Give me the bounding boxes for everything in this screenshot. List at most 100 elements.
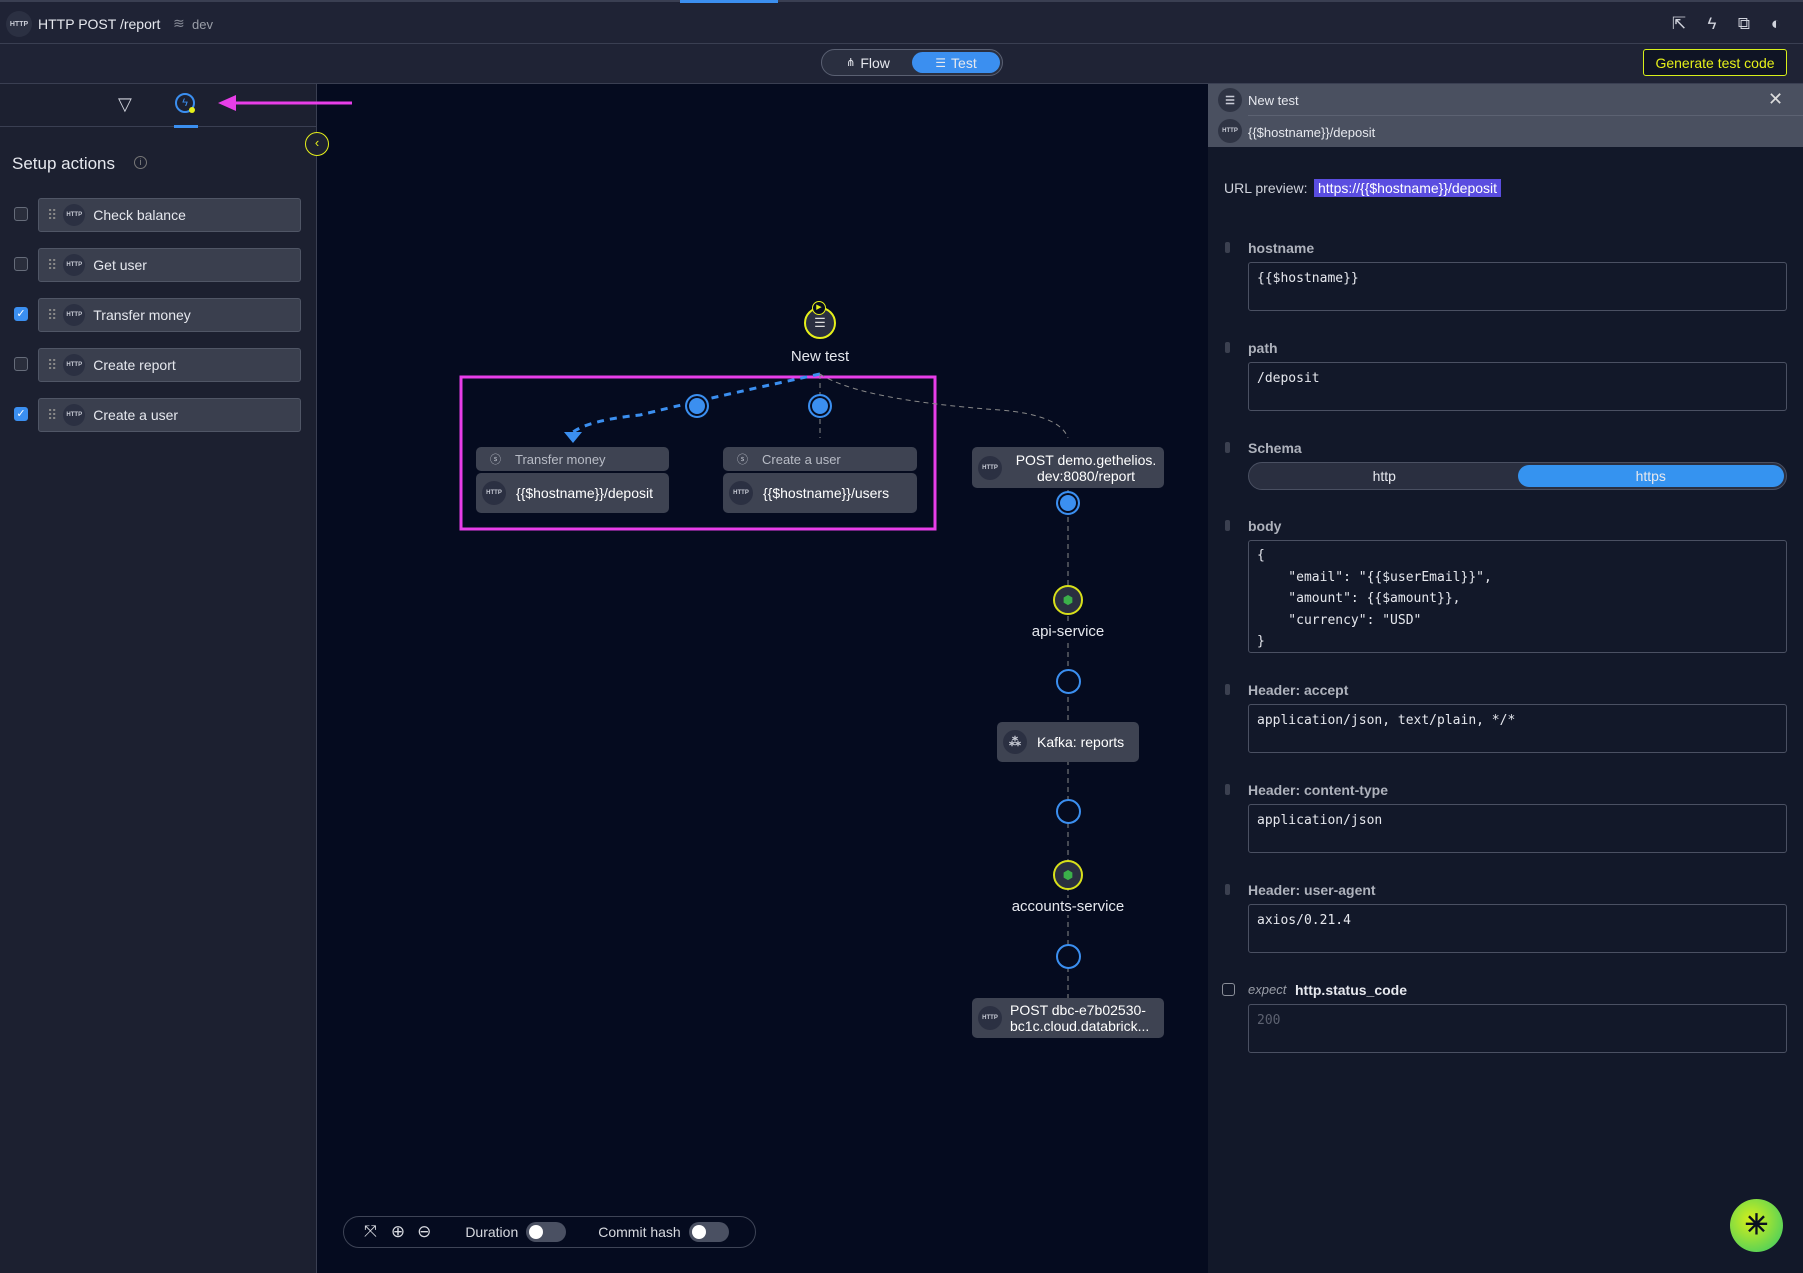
breadcrumb-request[interactable]: {{$hostname}}/deposit [1248,125,1376,140]
checkbox-transfer-money[interactable]: ✓ [14,307,28,321]
zoom-out-icon[interactable]: ⊖ [417,1222,432,1241]
root-node-label: New test [790,348,850,365]
edge-arrow [564,432,582,443]
bolt-icon: ⓢ [737,454,748,466]
test-list-icon: ☰ [935,55,947,70]
drag-handle-icon[interactable]: ⠿ [47,406,58,423]
notification-dot [189,107,195,113]
duration-label: Duration [465,1224,519,1240]
checkbox-get-user[interactable] [14,257,28,271]
share-icon[interactable]: ⇱ [1671,14,1687,33]
hostname-input[interactable]: {{$hostname}} [1248,262,1787,311]
expect-prefix: expect [1248,982,1287,997]
checkbox-create-report[interactable] [14,357,28,371]
drag-handle[interactable] [1225,684,1230,695]
drag-handle-icon[interactable]: ⠿ [47,256,58,273]
view-toggle[interactable]: ⋔Flow ☰Test [821,49,1003,76]
generate-test-code-button[interactable]: Generate test code [1643,49,1787,76]
tab-test[interactable]: ☰Test [912,52,1000,73]
url-preview-label: URL preview: [1224,180,1308,196]
drag-handle-icon[interactable]: ⠿ [47,306,58,323]
node-label: POST demo.gethelios. dev:8080/report [1015,451,1157,484]
filter-icon[interactable]: ▽ [118,94,132,114]
node-kafka[interactable]: ⁂Kafka: reports [997,722,1139,762]
env-label[interactable]: dev [192,17,213,32]
node-label: Kafka: reports [1037,734,1125,750]
commit-hash-toggle[interactable] [688,1222,729,1242]
header-accept-input[interactable]: application/json, text/plain, */* [1248,704,1787,753]
body-input[interactable]: { "email": "{{$userEmail}}", "amount": {… [1248,540,1787,653]
header-content-type-input[interactable]: application/json [1248,804,1787,853]
nodejs-icon[interactable]: ⬢ [1053,860,1083,890]
setup-item-check-balance[interactable]: ⠿ HTTP Check balance [38,198,301,232]
play-icon[interactable]: ▶ [812,301,826,315]
bolt-icon: ⓢ [490,454,501,466]
drag-handle[interactable] [1225,342,1230,353]
page-title: HTTP POST /report [38,16,161,32]
sub-bar: ⋔Flow ☰Test Generate test code [0,43,1803,84]
schema-toggle[interactable]: http https [1248,462,1787,490]
expect-checkbox[interactable] [1222,983,1235,996]
breadcrumb-test[interactable]: New test [1248,93,1299,108]
drag-handle[interactable] [1225,242,1230,253]
node-create-user[interactable]: HTTP{{$hostname}}/users [723,473,917,513]
item-label: Check balance [93,207,186,223]
drag-handle-icon[interactable]: ⠿ [47,356,58,373]
edge-dot[interactable] [685,394,709,418]
checkbox-check-balance[interactable] [14,207,28,221]
node-transfer-money[interactable]: HTTP{{$hostname}}/deposit [476,473,669,513]
drag-handle[interactable] [1225,520,1230,531]
drag-handle[interactable] [1225,884,1230,895]
setup-actions-title: Setup actions [12,154,116,173]
expect-status-code-input[interactable]: 200 [1248,1004,1787,1053]
edge-dot[interactable] [1056,669,1081,694]
header-user-agent-input[interactable]: axios/0.21.4 [1248,904,1787,953]
bolt-icon[interactable]: ϟ [1707,14,1717,33]
canvas-toolbar: ⤧ ⊕ ⊖ Duration Commit hash [343,1216,756,1248]
fit-view-icon[interactable]: ⤧ [364,1223,377,1240]
info-icon[interactable]: i [134,156,147,169]
edge-dot[interactable] [1056,799,1081,824]
http-icon: HTTP [729,481,753,505]
divider [1248,115,1803,116]
drag-handle[interactable] [1225,442,1230,453]
http-icon: HTTP [482,481,506,505]
close-icon[interactable]: ✕ [1768,89,1784,109]
checkbox-create-a-user[interactable]: ✓ [14,407,28,421]
url-preview-value: https://{{$hostname}}/deposit [1314,179,1502,197]
schema-option-https[interactable]: https [1517,465,1784,487]
left-panel-tabs: ▽ ϟ [0,84,317,128]
edge-dot[interactable] [1056,944,1081,969]
drag-handle[interactable] [1225,784,1230,795]
duration-toggle[interactable] [526,1222,567,1242]
setup-actions-icon[interactable]: ϟ [175,93,195,113]
edge-dot[interactable] [1056,491,1080,515]
http-icon: HTTP [63,254,86,276]
zoom-in-icon[interactable]: ⊕ [390,1222,406,1241]
body-label: body [1248,518,1282,534]
nodejs-icon[interactable]: ⬢ [1053,585,1083,615]
http-icon: HTTP [63,204,86,226]
copy-icon[interactable]: ⧉ [1737,14,1751,33]
helios-logo-button[interactable]: ✳ [1730,1199,1783,1252]
schema-label: Schema [1248,440,1302,456]
path-input[interactable]: /deposit [1248,362,1787,411]
schema-option-http[interactable]: http [1372,468,1396,484]
http-icon: HTTP [1218,119,1242,143]
collapse-panel-button[interactable]: ‹ [305,132,329,156]
tab-flow[interactable]: ⋔Flow [824,52,912,73]
path-label: path [1248,340,1278,356]
hostname-label: hostname [1248,240,1315,256]
theme-toggle-icon[interactable]: ◐ [1770,14,1782,33]
drag-handle-icon[interactable]: ⠿ [47,206,58,223]
annotation-arrow-head [218,95,236,111]
edge-dot[interactable] [808,394,832,418]
